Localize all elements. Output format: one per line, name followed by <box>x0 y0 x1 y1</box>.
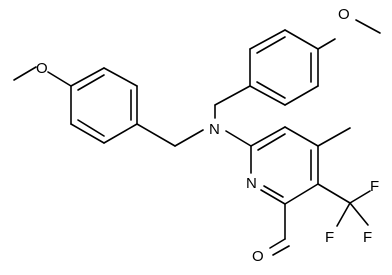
inner-double-bond <box>77 74 105 91</box>
bond-top-ring-ch2 <box>214 85 251 106</box>
bond <box>284 183 319 205</box>
bond-aldehyde-co <box>269 238 286 249</box>
atom-label-o-methoxy-left: O <box>36 60 48 77</box>
left-benzene-ring <box>70 67 138 144</box>
bond <box>250 126 286 147</box>
bond <box>249 29 286 50</box>
inner-double-bond <box>257 133 286 151</box>
bond-c-f1 <box>349 190 371 204</box>
bond-c-f3 <box>336 202 351 227</box>
bond <box>103 123 138 144</box>
atom-label-o-methoxy-top: O <box>338 6 350 23</box>
bond <box>284 126 319 147</box>
top-benzene-ring <box>249 29 319 106</box>
bond <box>70 67 105 87</box>
bond-cf3 <box>317 183 351 204</box>
inner-double-bond <box>77 119 105 137</box>
bond <box>249 85 286 106</box>
bond-methyl <box>317 127 351 147</box>
bond-ch2-n <box>174 129 204 147</box>
inner-double-bond <box>263 185 284 198</box>
bond <box>260 189 286 205</box>
bond-methoxy-left-c-o <box>47 71 72 87</box>
bond <box>284 85 319 106</box>
inner-double-bond <box>256 81 286 99</box>
bonds <box>13 19 381 256</box>
bond <box>70 123 105 144</box>
bond-c-f2 <box>349 202 369 226</box>
pyridine-ring <box>250 126 319 205</box>
bond <box>284 29 319 50</box>
bond-aldehyde-co-double <box>272 245 290 256</box>
bond <box>103 67 138 87</box>
inner-double-bond <box>256 36 286 54</box>
atom-label-o-aldehyde: O <box>252 248 264 265</box>
atom-labels: N N O O O F F F <box>36 6 379 265</box>
bond-n-pyridine <box>225 130 252 147</box>
atom-label-n-ring: N <box>246 175 257 192</box>
bond-left-ring-ch2 <box>136 123 176 147</box>
bond-methoxy-left-o-me <box>13 66 37 81</box>
bond-methoxy-top-o-me <box>355 19 381 34</box>
atom-label-f1: F <box>370 178 379 195</box>
atom-label-f3: F <box>325 229 334 246</box>
bond-methoxy-top-c-o <box>317 38 336 50</box>
atom-label-n-amine: N <box>209 121 220 138</box>
atom-label-f2: F <box>363 229 372 246</box>
